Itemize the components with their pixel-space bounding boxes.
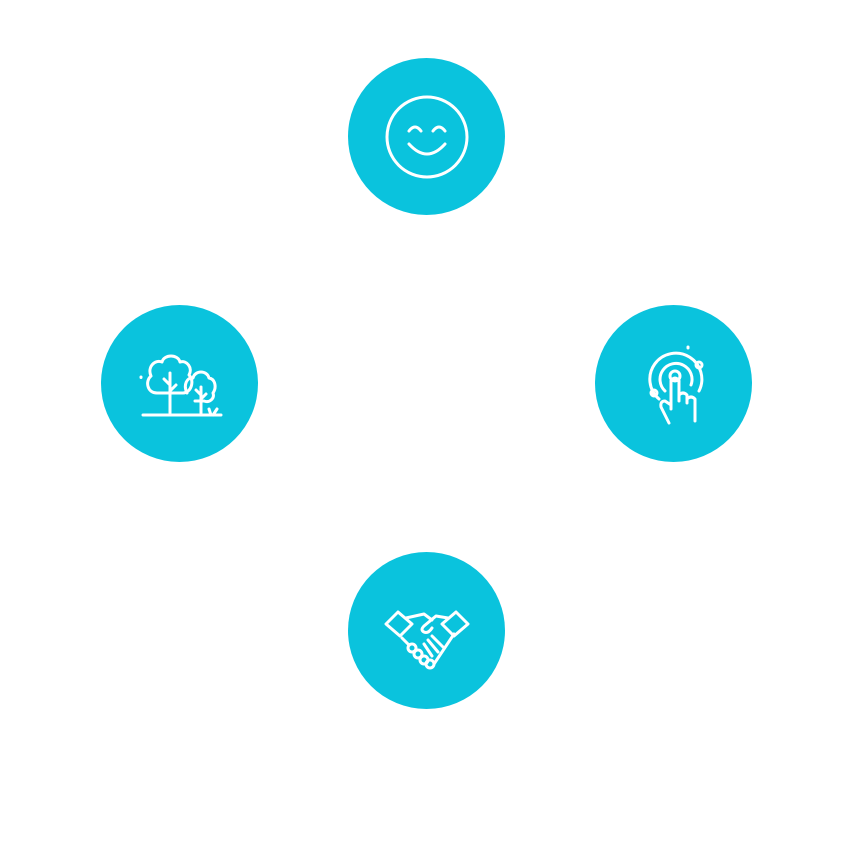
trees-circle [101,305,258,462]
smiley-circle [348,58,505,215]
handshake-icon [384,610,469,669]
handshake-circle [348,552,505,709]
touch-finger-icon [647,345,703,424]
smiley-face-icon [385,95,468,178]
touch-circle [595,305,752,462]
trees-icon [139,354,222,416]
